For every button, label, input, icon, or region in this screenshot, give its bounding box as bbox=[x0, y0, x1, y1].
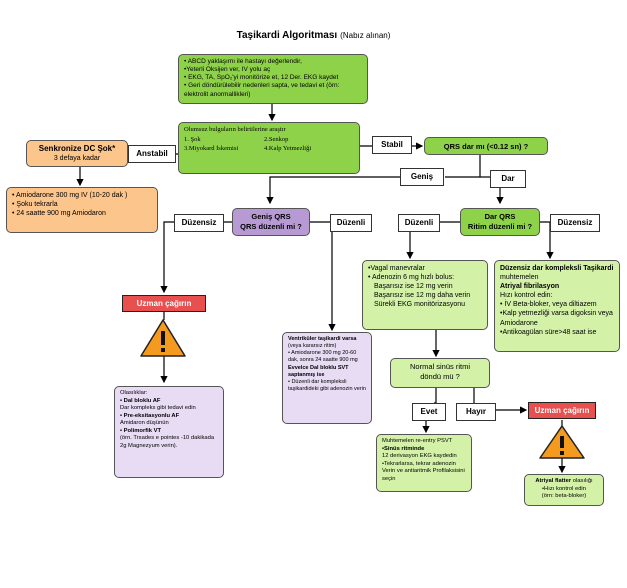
possibility-title: • Dal bloklu AF bbox=[120, 397, 161, 404]
assessment-item: • ABCD yaklaşımı ile hastayı değerlendir… bbox=[184, 58, 302, 65]
warning-icon bbox=[539, 425, 585, 459]
flutter-text: olasılığı bbox=[571, 478, 593, 484]
adverse-item: 2.Senkop bbox=[264, 136, 289, 144]
possibility-text: Dar kompleks gibi tedavi edin bbox=[120, 405, 196, 412]
label-duzensiz-left: Düzensiz bbox=[174, 214, 224, 232]
possibility-text: (örn. Trsades e pointes -10 dakikada 2g … bbox=[120, 435, 215, 449]
label-hayir: Hayır bbox=[456, 403, 496, 421]
adverse-heading: Olumsuz bulguların belirtilerine araştır bbox=[184, 126, 286, 133]
vagal-item: Sürekli EKG monitörizasyonu bbox=[374, 301, 466, 309]
vt-item: • Amiodarone 300 mg 20-60 dak, sonra 24 … bbox=[288, 350, 358, 364]
reentry-box: Muhtemelen re-entry PSVT •Sinüs ritminde… bbox=[376, 434, 472, 492]
vagal-item: • Adenozin 6 mg hızlı bolus: bbox=[368, 274, 455, 282]
page-title: Taşikardi Algoritması(Nabız alınan) bbox=[0, 30, 627, 41]
adverse-item: 3.Miyokard İskemisi bbox=[184, 144, 239, 152]
flutter-item: (örn: beta-bloker) bbox=[541, 493, 587, 500]
afib-title2: Atriyal fibrilasyon bbox=[500, 283, 560, 291]
warning-icon bbox=[140, 319, 186, 357]
wide-qrs-line1: Geniş QRS bbox=[251, 212, 291, 221]
label-genis: Geniş bbox=[400, 168, 444, 186]
afib-item: •Antikoagülan süre>48 saat ise bbox=[500, 328, 597, 336]
sinus-line2: döndü mü ? bbox=[420, 371, 460, 381]
flutter-item: •Hızı kontrol edin bbox=[542, 485, 586, 492]
label-duzenli-mid: Düzenli bbox=[330, 214, 372, 232]
sync-shock-sub: 3 defaya kadar bbox=[53, 155, 101, 163]
flutter-box: Atriyal flatter olasılığı •Hızı kontrol … bbox=[524, 474, 604, 506]
adverse-signs-box: Olumsuz bulguların belirtilerine araştır… bbox=[178, 122, 360, 174]
vt-title: Ventriküler taşikardi varsa bbox=[288, 336, 357, 342]
vagal-item: Başarısız ise 12 mg daha verin bbox=[374, 292, 471, 300]
possibilities-heading: Olasılıklar: bbox=[120, 390, 148, 396]
assessment-item: • EKG, TA, SpO₂'yi monitörize et, 12 Der… bbox=[184, 74, 339, 82]
title-main: Taşikardi Algoritması bbox=[236, 30, 338, 41]
afib-item: • İV Beta-bloker, veya diltiazem bbox=[500, 301, 597, 309]
afib-title-rest: muhtemelen bbox=[500, 274, 539, 282]
reentry-item: •Tekrarlarsa, tekrar adenozin bbox=[382, 460, 456, 467]
assessment-item: • Geri döndürülebilir nedenleri saptа, v… bbox=[184, 82, 340, 98]
afib-box: Düzensiz dar kompleksli Taşikardi muhtem… bbox=[494, 260, 620, 352]
afib-title: Düzensiz dar kompleksli Taşikardi bbox=[500, 265, 614, 272]
vagal-box: •Vagal manevralar • Adenozin 6 mg hızlı … bbox=[362, 260, 488, 330]
vt-item: • Düzenli dar kompleksli taşikardideki g… bbox=[288, 378, 366, 392]
label-duzensiz-right: Düzensiz bbox=[550, 214, 600, 232]
sinus-line1: Normal sinüs ritmi bbox=[409, 362, 470, 371]
label-stabil: Stabil bbox=[372, 136, 412, 154]
narrow-qrs-box: Dar QRS Ritim düzenli mi ? bbox=[460, 208, 540, 236]
call-expert-right: Uzman çağırın bbox=[528, 402, 596, 419]
call-expert-left: Uzman çağırın bbox=[122, 295, 206, 312]
afib-item: •Kalp yetmezliği varsa digoksin veya Ami… bbox=[500, 310, 613, 327]
adverse-item: 1. Şok bbox=[184, 136, 201, 144]
vt-title2: Evvelce Dal bloklu SVT saptanmış ise bbox=[288, 364, 349, 378]
qrs-question-box: QRS dar mı (<0.12 sn) ? bbox=[424, 137, 548, 155]
wide-qrs-line2: QRS düzenli mi ? bbox=[240, 221, 302, 231]
title-sub: (Nabız alınan) bbox=[340, 31, 391, 40]
label-evet: Evet bbox=[412, 403, 446, 421]
reentry-sub: •Sinüs ritminde bbox=[382, 445, 425, 452]
sync-shock-title: Senkronize DC Şok* bbox=[38, 144, 116, 153]
amiodarone-box: • Amiodarone 300 mg IV (10-20 dak ) • Şo… bbox=[6, 187, 158, 233]
narrow-qrs-line2: Ritim düzenli mi ? bbox=[467, 221, 533, 231]
afib-sub: Hızı kontrol edin: bbox=[500, 292, 553, 300]
reentry-item: Verin ve antiaritmik Profilaksisini seçi… bbox=[382, 468, 465, 482]
amiodarone-item: • Şoku tekrarla bbox=[12, 201, 58, 209]
label-dar: Dar bbox=[490, 170, 526, 188]
amiodarone-item: • 24 saatte 900 mg Amiodaron bbox=[12, 210, 106, 218]
vt-sub: (veya kararsız ritim) bbox=[288, 343, 337, 350]
possibilities-box: Olasılıklar: • Dal bloklu AF Dar komplek… bbox=[114, 386, 224, 478]
wide-qrs-box: Geniş QRS QRS düzenli mi ? bbox=[232, 208, 310, 236]
sync-shock-box: Senkronize DC Şok* 3 defaya kadar bbox=[26, 140, 128, 167]
assessment-item: •Yeterli Oksijen ver, IV yolu aç bbox=[184, 66, 271, 74]
possibility-text: Amidaron düşünün bbox=[120, 420, 169, 427]
vt-box: Ventriküler taşikardi varsa (veya karars… bbox=[282, 332, 372, 424]
flutter-bold: Atriyal flatter bbox=[535, 478, 572, 484]
possibility-title: • Polimorfik VT bbox=[120, 427, 162, 434]
vagal-item: Başarısız ise 12 mg verin bbox=[374, 283, 453, 291]
label-anstabil: Anstabil bbox=[128, 145, 176, 163]
possibility-title: • Pre-eksitasyonlu AF bbox=[120, 412, 180, 419]
assessment-box: • ABCD yaklaşımı ile hastayı değerlendir… bbox=[178, 54, 368, 104]
amiodarone-item: • Amiodarone 300 mg IV (10-20 dak ) bbox=[12, 192, 128, 199]
reentry-heading: Muhtemelen re-entry PSVT bbox=[382, 438, 453, 444]
narrow-qrs-line1: Dar QRS bbox=[484, 212, 516, 221]
vagal-item: •Vagal manevralar bbox=[368, 265, 425, 272]
adverse-item: 4.Kalp Yetmezliği bbox=[264, 144, 312, 152]
label-duzenli-right: Düzenli bbox=[398, 214, 440, 232]
reentry-item: 12 derivasyon EKG kaydedin bbox=[382, 453, 457, 460]
sinus-question-box: Normal sinüs ritmi döndü mü ? bbox=[390, 358, 490, 388]
